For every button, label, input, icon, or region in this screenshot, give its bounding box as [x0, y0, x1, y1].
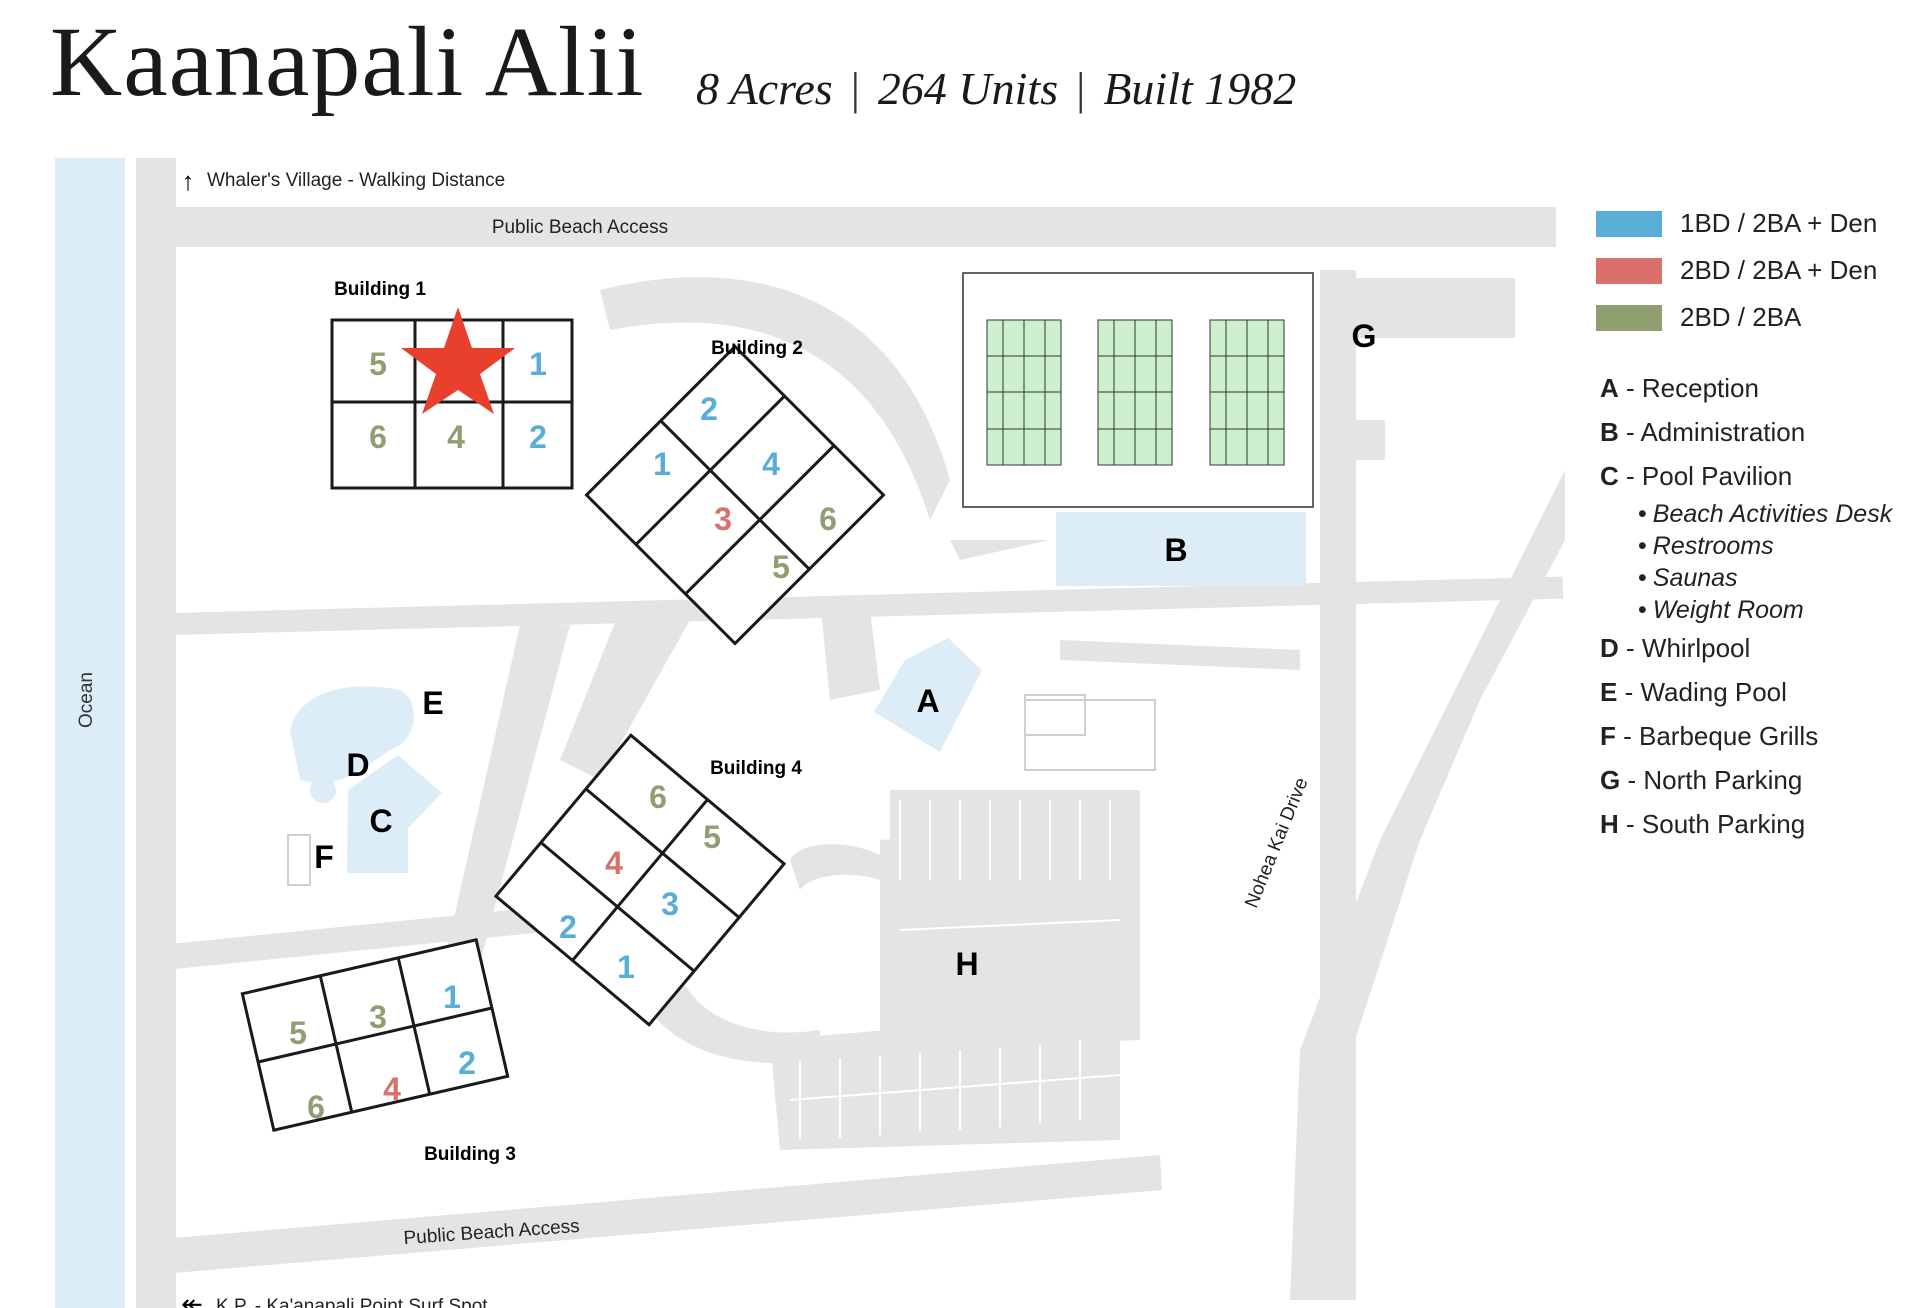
facility-key: A - Reception B - Administration C - Poo… — [1600, 366, 1892, 846]
building-2-label: Building 2 — [711, 338, 803, 359]
building-1-label: Building 1 — [334, 279, 426, 300]
fact-units: 264 Units — [877, 63, 1059, 114]
legend-label: 2BD / 2BA — [1680, 302, 1802, 332]
property-facts: 8 Acres | 264 Units | Built 1982 — [696, 62, 1296, 115]
west-arrow-icon: ↞ — [181, 1289, 203, 1308]
key-item-d: D - Whirlpool — [1600, 633, 1751, 663]
fact-acres: 8 Acres — [696, 63, 833, 114]
legend-item: 2BD / 2BA + Den — [1596, 247, 1896, 294]
key-subitem: Restrooms — [1600, 530, 1892, 562]
marker-f: F — [314, 839, 334, 875]
key-item-f: F - Barbeque Grills — [1600, 721, 1819, 751]
b3-unit: 6 — [307, 1089, 325, 1125]
key-subitem: Beach Activities Desk — [1600, 498, 1892, 530]
b2-unit: 4 — [762, 446, 780, 482]
b3-unit: 4 — [383, 1071, 401, 1107]
b2-unit: 6 — [819, 501, 837, 537]
outlined-structures — [287, 694, 1156, 886]
road-label: Nohea Kai Drive — [1241, 775, 1312, 911]
b2-unit: 1 — [653, 446, 671, 482]
building-4-label: Building 4 — [710, 758, 802, 779]
marker-c: C — [369, 803, 392, 839]
favorite-star-icon — [401, 307, 515, 414]
fact-built: Built 1982 — [1103, 63, 1297, 114]
building-3-label: Building 3 — [424, 1144, 516, 1165]
wading-pool-small — [374, 697, 402, 725]
ocean-strip — [55, 158, 125, 1308]
building-1: Building 1 5 1 6 4 2 — [330, 279, 574, 490]
key-item-b: B - Administration — [1600, 417, 1806, 447]
b3-unit: 3 — [369, 999, 387, 1035]
parking-stalls — [789, 800, 1121, 1140]
marker-d: D — [346, 747, 369, 783]
north-note: Whaler's Village - Walking Distance — [207, 170, 505, 191]
b4-unit: 6 — [649, 779, 667, 815]
b2-unit: 2 — [700, 391, 718, 427]
key-item-a: A - Reception — [1600, 373, 1759, 403]
marker-e: E — [422, 685, 443, 721]
key-item-g: G - North Parking — [1600, 765, 1803, 795]
b4-unit: 2 — [559, 909, 577, 945]
page-title: Kaanapali Alii — [50, 6, 645, 117]
legend-swatch — [1596, 304, 1662, 331]
whirlpool — [310, 777, 336, 803]
beach-access-north: Public Beach Access — [492, 217, 668, 238]
b1-unit: 6 — [369, 419, 387, 455]
tennis-court-lines — [987, 320, 1284, 465]
building-3: Building 3 5 3 1 6 4 2 — [240, 938, 516, 1165]
marker-g: G — [1352, 318, 1377, 354]
legend-swatch — [1596, 210, 1662, 237]
ocean-label: Ocean — [76, 672, 97, 728]
legend-label: 1BD / 2BA + Den — [1680, 208, 1878, 238]
legend-label: 2BD / 2BA + Den — [1680, 255, 1878, 285]
pool-pavilion — [347, 755, 442, 873]
legend-swatch — [1596, 257, 1662, 284]
fact-separator: | — [1076, 63, 1086, 114]
key-item-c: C - Pool Pavilion — [1600, 461, 1793, 491]
marker-a: A — [916, 683, 939, 719]
building-2: Building 2 2 1 4 3 6 5 — [584, 338, 886, 646]
b1-unit: 5 — [369, 346, 387, 382]
b4-unit: 1 — [617, 949, 635, 985]
b2-unit: 3 — [714, 501, 732, 537]
b1-unit: 2 — [529, 419, 547, 455]
marker-b: B — [1164, 532, 1187, 568]
b4-unit: 4 — [605, 845, 623, 881]
key-subitem: Saunas — [1600, 562, 1892, 594]
b3-unit: 1 — [443, 979, 461, 1015]
b1-unit: 4 — [447, 419, 465, 455]
building-4: Building 4 6 5 4 3 2 1 — [493, 733, 802, 1027]
south-note: K.P. - Ka'anapali Point Surf Spot — [216, 1296, 488, 1308]
b1-unit: 1 — [529, 346, 547, 382]
key-item-e: E - Wading Pool — [1600, 677, 1787, 707]
marker-h: H — [955, 946, 978, 982]
b4-unit: 5 — [703, 819, 721, 855]
administration-area — [1056, 512, 1306, 586]
reception-area — [874, 638, 982, 752]
fact-separator: | — [850, 63, 860, 114]
north-arrow-icon: ↑ — [182, 166, 195, 196]
b3-unit: 2 — [458, 1045, 476, 1081]
key-item-h: H - South Parking — [1600, 809, 1806, 839]
unit-type-legend: 1BD / 2BA + Den 2BD / 2BA + Den 2BD / 2B… — [1596, 200, 1896, 341]
b2-unit: 5 — [772, 549, 790, 585]
legend-item: 1BD / 2BA + Den — [1596, 200, 1896, 247]
key-subitem: Weight Room — [1600, 594, 1892, 626]
legend-item: 2BD / 2BA — [1596, 294, 1896, 341]
b4-unit: 3 — [661, 886, 679, 922]
b3-unit: 5 — [289, 1015, 307, 1051]
